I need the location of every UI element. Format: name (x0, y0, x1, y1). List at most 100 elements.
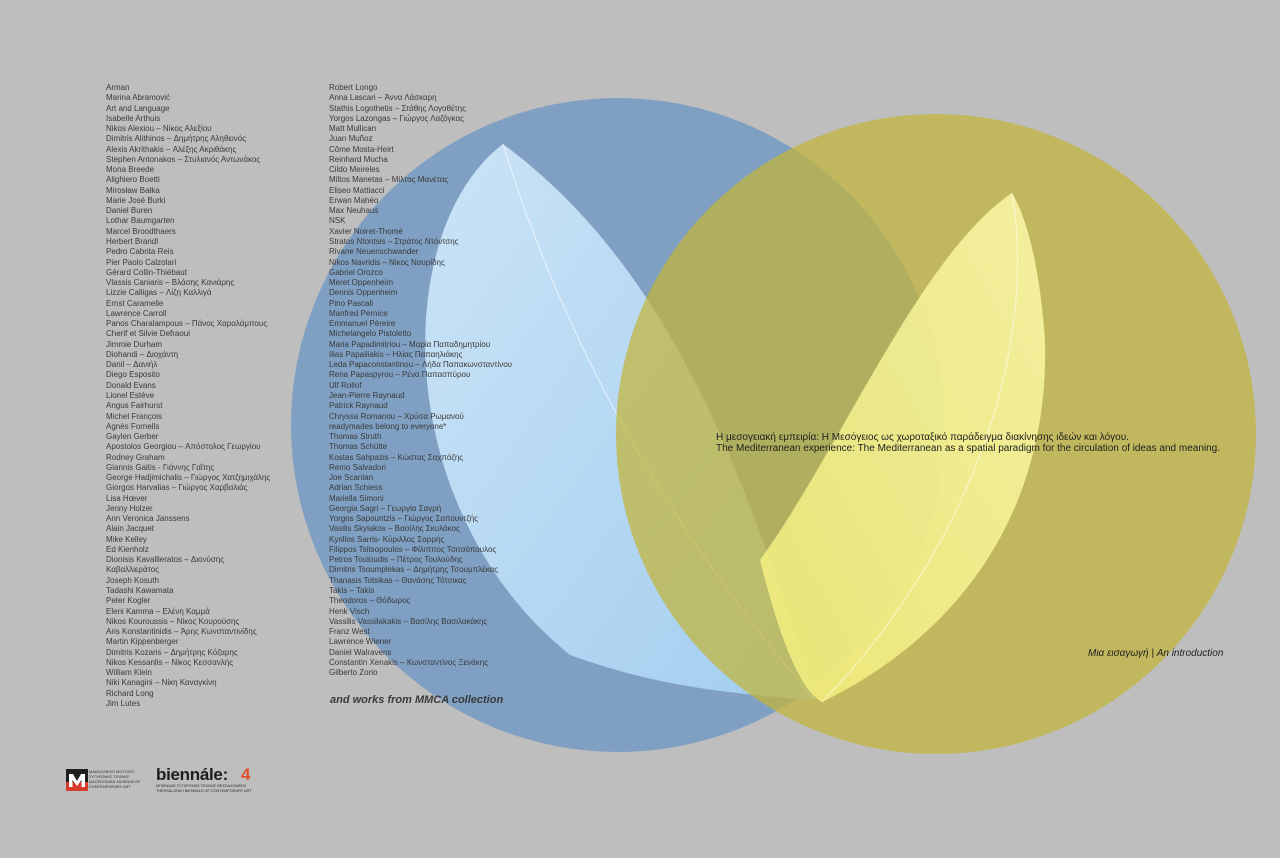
artist-name: Alain Jacquet (106, 524, 155, 534)
artist-name: Lisa Hœver (106, 493, 148, 503)
artist-name: William Klein (106, 668, 152, 678)
artist-name: Vasilis Skylakos – Βασίλης Σκυλάκος (329, 524, 460, 534)
artist-name: Marina Abramović (106, 93, 171, 103)
artist-name: Aris Konstantinidis – Άρης Κωνσταντινίδη… (106, 627, 257, 637)
artist-name: Ulf Rollof (329, 380, 362, 390)
artist-name: Erwan Mahéo (329, 195, 379, 205)
artist-name: Kyrillos Sarris- Κύριλλος Σαρρής (329, 534, 445, 544)
artist-name: Remo Salvadori (329, 462, 386, 472)
artist-name: Thomas Schütte (329, 442, 388, 452)
artist-name: Michel François (106, 411, 163, 421)
artist-name: Rena Papaspyrou – Ρένα Παπασπύρου (329, 370, 471, 380)
artist-name: Joe Scanlan (329, 473, 374, 483)
exhibition-title-english: The Mediterranean experience: The Medite… (716, 443, 1220, 454)
artist-name: Miltos Manetas – Μίλτος Μανέτας (329, 175, 449, 185)
artist-name: Kostas Sahpazis – Κώστας Σαχπάζης (329, 452, 464, 462)
artist-name: Ann Veronica Janssens (106, 514, 190, 524)
mmca-logo-mark-icon (66, 769, 88, 791)
artist-name: Alighiero Boetti (106, 175, 160, 185)
artist-name: Donald Evans (106, 380, 156, 390)
artist-name: Petros Touloudis – Πέτρος Τουλούδης (329, 555, 463, 565)
artist-name: Art and Language (106, 103, 170, 113)
artist-name: Richard Long (106, 688, 154, 698)
yellow-petal-fold (821, 192, 1019, 703)
artist-name: Dimitris Alithinos – Δημήτρης Αληθεινός (106, 134, 247, 144)
artist-name: George Hadjimichalis – Γιώργος Χατζημιχά… (106, 473, 271, 483)
artist-name: Michelangelo Pistoletto (329, 329, 412, 339)
artist-name: Maria Papadimitriou – Μαρία Παπαδημητρίο… (329, 339, 491, 349)
mmca-logo-line: MACEDONIAN MUSEUM OF (89, 780, 141, 784)
artist-name: Marie José Burki (106, 195, 166, 205)
artist-name: Anna Lascari – Άννα Λάσκαρη (329, 93, 437, 103)
artist-name: Apostolos Georgiou – Απόστολος Γεωργίου (106, 442, 261, 452)
artist-name: Gabriel Orozco (329, 267, 383, 277)
biennale-logo: biennále: 4 ΜΠΙΕΝΑΛΕ ΣΥΓΧΡΟΝΗΣ ΤΕΧΝΗΣ ΘΕ… (156, 765, 266, 795)
artist-name: Franz West (329, 627, 370, 637)
artist-name: Marcel Broodthaers (106, 226, 176, 236)
artist-name: Danil – Δανιήλ (106, 360, 158, 370)
artist-name: Diohandi – Διοχάντη (106, 349, 179, 359)
artist-name: Thanasis Totsikas – Θανάσης Τότσικας (329, 575, 467, 585)
artist-name: Καβαλλιεράτος (106, 565, 159, 575)
artist-name: Cherif et Silvie Defraoui (106, 329, 191, 339)
artist-name: Jimmie Durham (106, 339, 163, 349)
biennale-subtitle-line: ΜΠΙΕΝΑΛΕ ΣΥΓΧΡΟΝΗΣ ΤΕΧΝΗΣ ΘΕΣΣΑΛΟΝΙΚΗΣ (156, 784, 247, 788)
artist-name: Gérard Collin-Thiébaut (106, 267, 187, 277)
yellow-petal (760, 193, 1046, 702)
artist-name: Daniel Buren (106, 206, 153, 216)
artist-name: Joseph Kosuth (106, 575, 159, 585)
artist-name: Côme Mosta-Heirt (329, 144, 394, 154)
artist-name: Arman (106, 83, 130, 92)
exhibition-title-greek: Η μεσογειακή εμπειρία: Η Μεσόγειος ως χω… (716, 432, 1129, 443)
artist-name: Georgia Sagri – Γεωργία Σαγρή (329, 503, 442, 513)
mmca-logo-line: CONTEMPORARY ART (89, 785, 131, 789)
artist-name: Daniel Walravens (329, 647, 392, 657)
artist-name: Jean-Pierre Raynaud (329, 390, 405, 400)
artist-name: Nikos Kessanlis – Νίκος Κεσσανλής (106, 657, 234, 667)
artist-name: Ernst Caramelle (106, 298, 164, 308)
artist-name: Constantin Xenakis – Κωνσταντίνος Ξενάκη… (329, 657, 489, 667)
artist-name: Stratos Ntontsis – Στράτος Ντόντσης (329, 236, 459, 246)
artist-name: Stathis Logothetis – Στάθης Λογοθέτης (329, 103, 466, 113)
artist-name: Ilias Papailiakis – Ηλίας Παπαηλιάκης (329, 349, 463, 359)
artist-name: Xavier Noiret-Thomé (329, 226, 403, 236)
biennale-wordmark: biennále: (156, 765, 228, 784)
artist-name: Giannis Gaitis - Γιάννης Γαΐτης (106, 462, 215, 472)
mmca-collection-note: and works from MMCA collection (330, 694, 504, 706)
artist-name: Henk Visch (329, 606, 370, 616)
artist-name: Meret Oppenheim (329, 278, 394, 288)
artist-name: Robert Longo (329, 83, 378, 92)
artist-name: Theodoros – Θόδωρος (329, 596, 411, 606)
artist-name: Vassilis Vassilakakis – Βασίλης Βασιλακά… (329, 616, 488, 626)
artist-name: Dionisis Kavallieratos – Διονύσης (106, 555, 225, 565)
biennale-subtitle: ΜΠΙΕΝΑΛΕ ΣΥΓΧΡΟΝΗΣ ΤΕΧΝΗΣ ΘΕΣΣΑΛΟΝΙΚΗΣ T… (156, 784, 252, 794)
artist-name: Eliseo Mattiacci (329, 185, 385, 195)
artist-name: Dennis Oppenheim (329, 288, 398, 298)
artist-name: Pier Paolo Calzolari (106, 257, 177, 267)
artist-name: Eleni Kamma – Ελένη Καμμά (106, 606, 210, 616)
biennale-subtitle-line: THESSALONIKI BIENNALE OF CONTEMPORARY AR… (156, 789, 252, 793)
artist-name: Mike Kelley (106, 534, 147, 544)
artist-name: Takis – Takis (329, 586, 375, 596)
artist-name: Filippos Tsitsopoulos – Φίλιππος Τσιτσόπ… (329, 544, 497, 554)
biennale-number: 4 (241, 765, 251, 784)
artist-name: Nikos Navridis – Νίκος Ναυρίδης (329, 257, 445, 267)
artist-name: Stephen Antonakos – Στυλιανός Αντωνάκος (106, 154, 261, 164)
artist-name: Juan Muñoz (329, 134, 373, 144)
artist-name: Leda Papaconstantinou – Λήδα Παπακωνσταν… (329, 360, 513, 370)
artist-name: Lionel Estève (106, 390, 155, 400)
artist-name: Nikos Kouroussis – Νίκος Κουρούσης (106, 616, 240, 626)
artist-name: Vlassis Caniaris – Βλάσης Κανιάρης (106, 278, 235, 288)
artist-name: Rivane Neuenschwander (329, 247, 419, 257)
artist-name: Alexis Akrithakis – Αλέξης Ακριθάκης (106, 144, 237, 154)
artist-name: Martin Kippenberger (106, 637, 179, 647)
artist-name: Pino Pascali (329, 298, 374, 308)
artist-name: Dimitris Kozaris – Δημήτρης Κόζαρης (106, 647, 238, 657)
artist-name: Peter Kogler (106, 596, 151, 606)
artist-name: Agnès Fornells (106, 421, 160, 431)
artist-name: Manfred Pernice (329, 308, 388, 318)
artist-name: Isabelle Arthuis (106, 113, 161, 123)
artist-name: Lawrence Wiener (329, 637, 392, 647)
